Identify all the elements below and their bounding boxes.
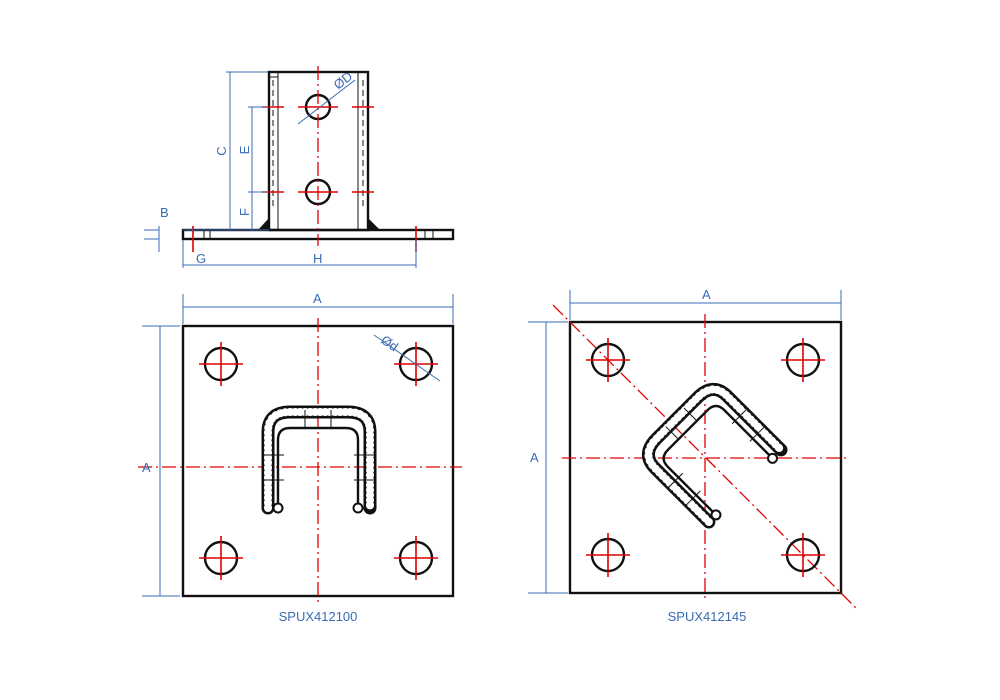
anchor-holes <box>586 338 825 577</box>
dim-label-G: G <box>196 251 206 266</box>
channel-weld <box>635 376 788 529</box>
plan-view-straight: Ød A A SPUX412100 <box>138 291 462 624</box>
dim-label-B: B <box>160 205 169 220</box>
side-view: ØD C E F B G H <box>144 66 455 268</box>
dim-label-C: C <box>214 146 229 155</box>
dim-label-A: A <box>313 291 322 306</box>
caption-spux412145: SPUX412145 <box>668 609 747 624</box>
dim-label-H: H <box>313 251 322 266</box>
caption-spux412100: SPUX412100 <box>279 609 358 624</box>
plan-view-diagonal: A A SPUX412145 <box>528 287 859 624</box>
dim-label-A-side: A <box>142 460 151 475</box>
dim-label-F: F <box>237 208 252 216</box>
weld-fillet <box>258 218 380 230</box>
dim-label-A-side: A <box>530 450 539 465</box>
dim-label-E: E <box>237 145 252 154</box>
dim-label-A: A <box>702 287 711 302</box>
channel-weld <box>262 410 376 513</box>
